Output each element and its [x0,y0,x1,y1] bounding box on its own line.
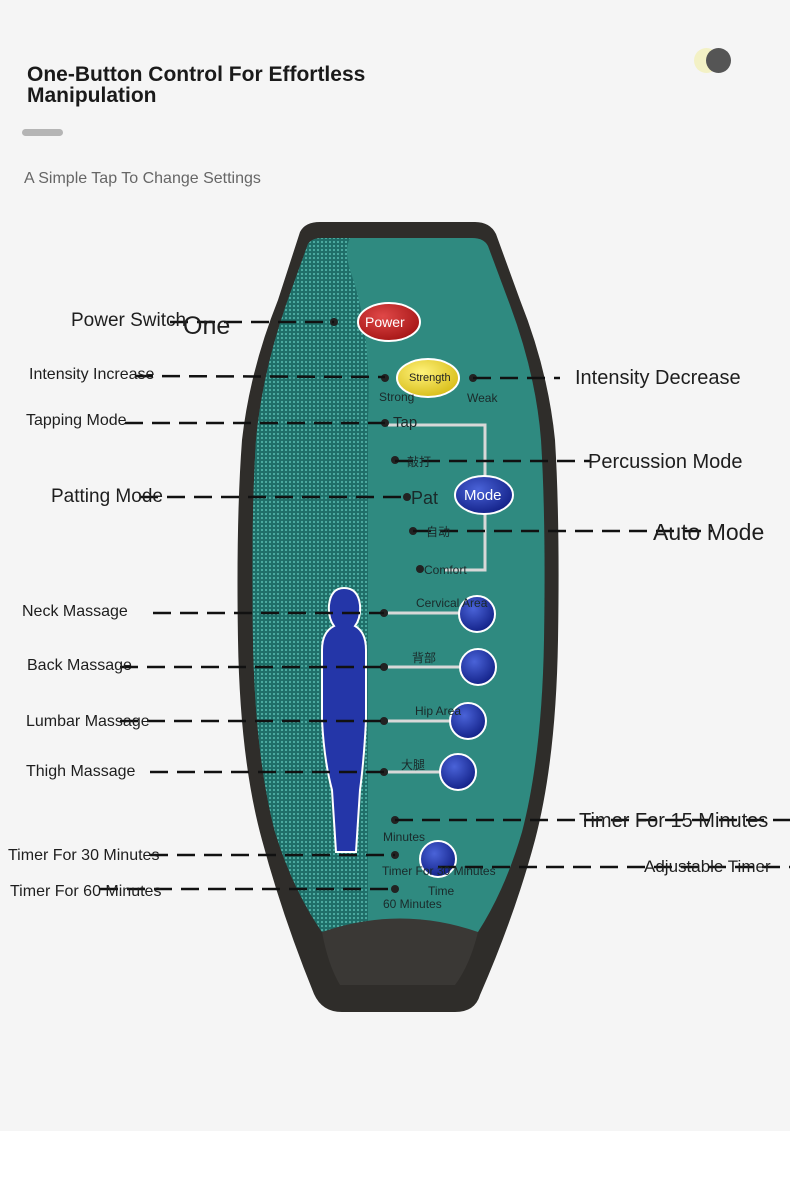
callout-percussion-mode: Percussion Mode [588,451,743,473]
callout-patting-mode: Patting Mode [51,486,163,507]
remote-control-illustration [100,222,790,1012]
callout-timer-15: Timer For 15 Minutes [579,810,769,832]
back-cn-text: 背部 [412,651,437,665]
callout-lumbar-massage: Lumbar Massage [26,713,150,730]
callout-back-massage: Back Massage [27,657,132,674]
theme-toggle[interactable] [694,47,736,74]
pat-text: Pat [411,488,439,508]
callout-auto-mode: Auto Mode [653,519,765,545]
callout-power-switch: Power Switch [71,310,187,331]
page-subtitle: A Simple Tap To Change Settings [24,170,261,187]
callout-thigh-massage: Thigh Massage [26,763,136,780]
back-zone-button [459,648,497,686]
callout-timer-30: Timer For 30 Minutes [8,847,160,864]
hip-zone-button [449,702,487,740]
page-title: One-Button Control For Effortless Manipu… [27,63,366,107]
callout-intensity-decrease: Intensity Decrease [575,367,741,389]
tap-text: Tap [393,414,418,431]
callout-timer-60: Timer For 60 Minutes [10,883,162,900]
neck-zone-button [458,595,496,633]
toggle-dark-knob [706,48,731,73]
thigh-zone-button [439,753,477,791]
timer-30-text: Timer For 30 Minutes [382,864,496,878]
auto-cn-text: 自动 [426,525,451,539]
callout-lines [100,320,790,891]
title-underline [22,129,63,136]
mode-button-label: Mode [464,487,502,504]
hip-text: Hip Area [415,704,462,718]
callout-intensity-increase: Intensity Increase [29,366,155,383]
strength-button-label: Strength [409,372,451,384]
strong-text: Strong [379,390,415,404]
cervical-text: Cervical Area [416,596,488,610]
thigh-cn-text: 大腿 [401,758,426,772]
comfort-text: Comfort [424,563,467,577]
callout-neck-massage: Neck Massage [22,603,128,620]
weak-text: Weak [467,391,498,405]
percussion-cn-text: 敲打 [407,455,432,469]
callout-tapping-mode: Tapping Mode [26,412,127,429]
power-button [357,302,421,342]
callout-adjustable-timer: Adjustable Timer [644,857,771,876]
minutes-15-text: Minutes [383,830,426,844]
strength-button [396,358,460,398]
remote-bottom-cap [322,918,478,985]
callout-one: One [183,312,231,340]
time-text: Time [428,884,455,898]
minutes-60-text: 60 Minutes [383,897,442,911]
mode-button [454,475,514,515]
power-button-label: Power [365,314,405,330]
